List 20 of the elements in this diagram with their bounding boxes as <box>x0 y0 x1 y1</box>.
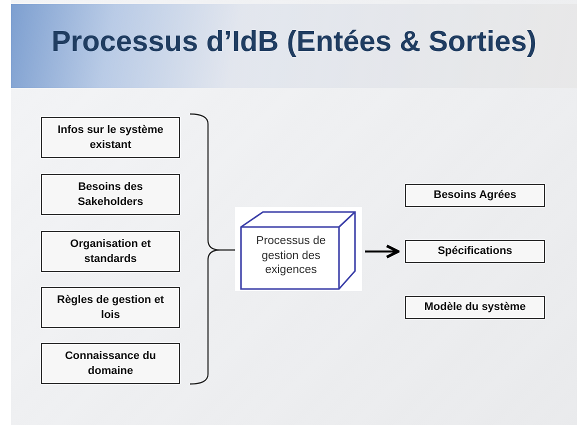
process-cube <box>235 207 362 291</box>
input-box <box>41 343 180 384</box>
input-box <box>41 174 180 215</box>
output-box <box>405 296 545 319</box>
input-box <box>41 231 180 272</box>
node-label: Besoins des Sakeholders <box>76 180 144 210</box>
input-box <box>41 117 180 158</box>
output-box <box>405 184 545 207</box>
node-label: Connaissance du domaine <box>64 348 158 378</box>
node-label: Règles de gestion et lois <box>56 292 165 322</box>
arrow <box>365 244 400 258</box>
node-label: Spécifications <box>438 244 512 259</box>
slide-title: Processus d’IdB (Entées & Sorties) <box>50 26 538 59</box>
output-box <box>405 240 545 263</box>
node-label: Besoins Agrées <box>434 188 516 203</box>
node-label: Organisation et standards <box>69 236 152 266</box>
node-label: Infos sur le système existant <box>56 122 164 152</box>
input-box <box>41 287 180 328</box>
node-label: Modèle du système <box>424 300 526 315</box>
node-label: Processus de gestion des exigences <box>255 234 327 278</box>
